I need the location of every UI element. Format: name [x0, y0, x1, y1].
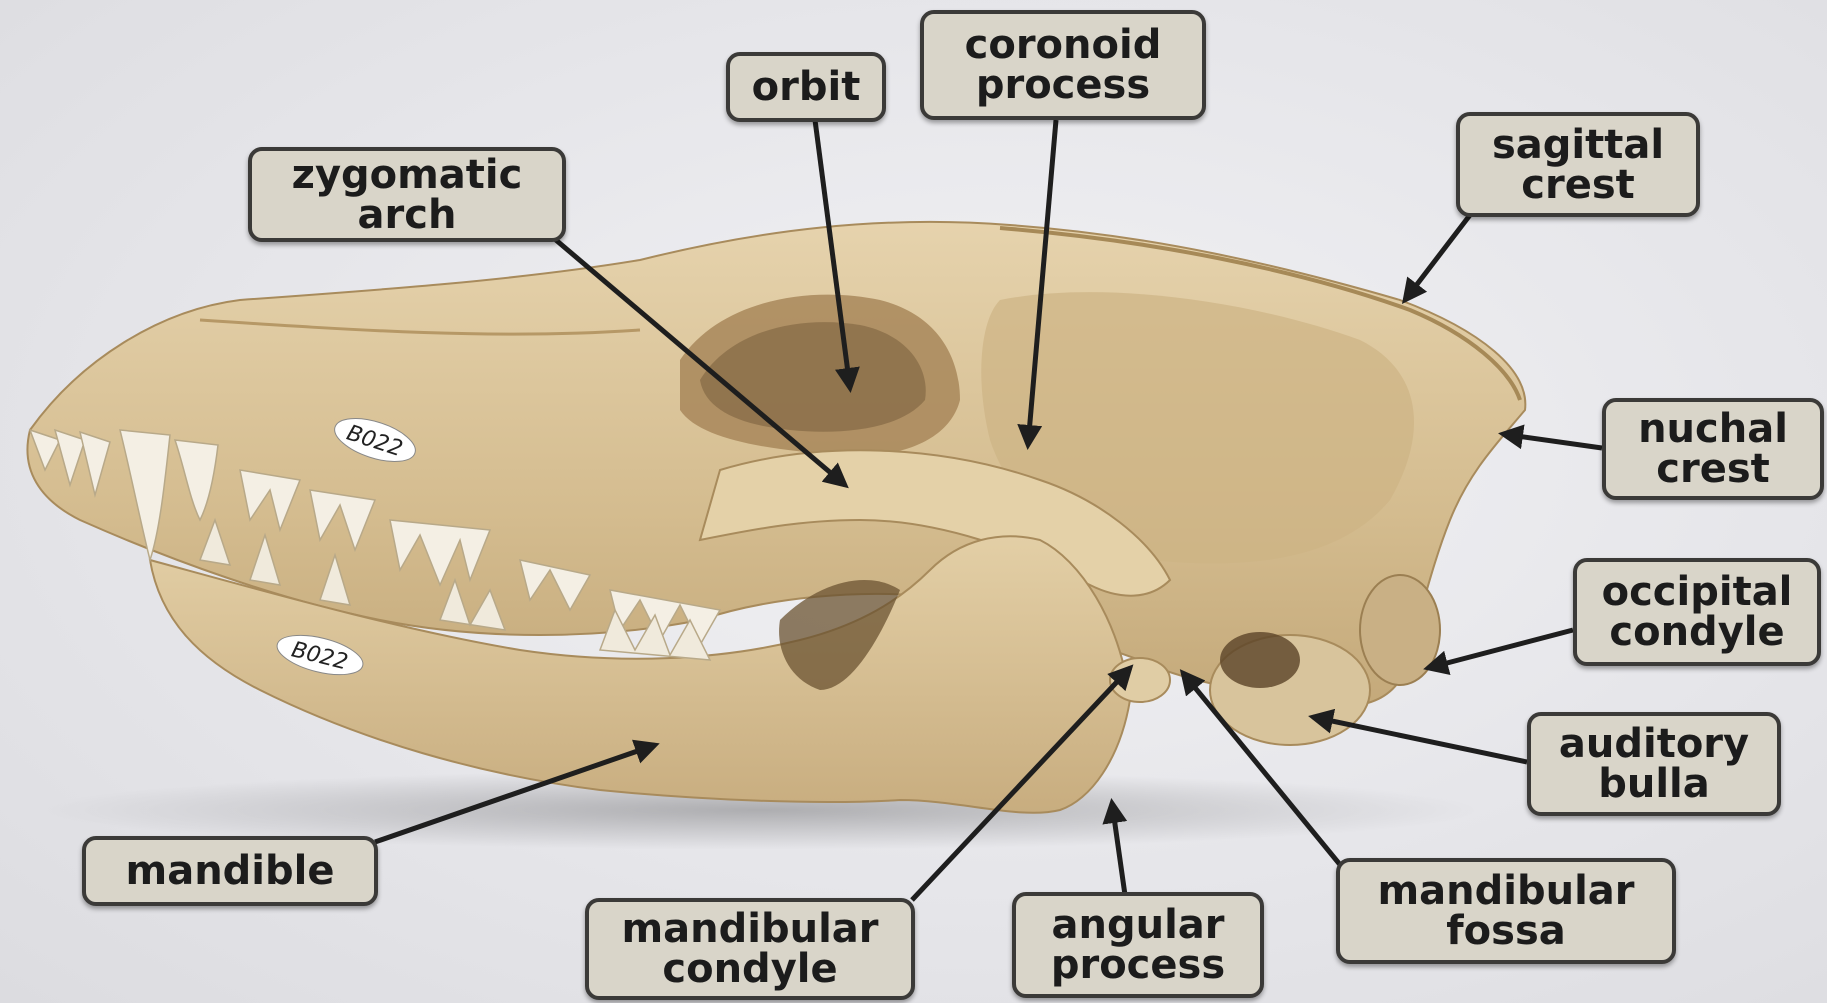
foramen-dark	[1220, 632, 1300, 688]
arrow-auditory-bulla	[1313, 717, 1527, 762]
arrow-sagittal-crest	[1405, 215, 1470, 300]
label-angular-process: angular process	[1012, 892, 1264, 998]
label-coronoid-process: coronoid process	[920, 10, 1206, 120]
label-nuchal-crest: nuchal crest	[1602, 398, 1824, 500]
label-mandibular-condyle: mandibular condyle	[585, 898, 915, 1000]
label-auditory-bulla: auditory bulla	[1527, 712, 1781, 816]
label-occipital-condyle: occipital condyle	[1573, 558, 1821, 666]
label-mandible: mandible	[82, 836, 378, 906]
occipital-condyle-bone	[1360, 575, 1440, 685]
arrow-occipital-condyle	[1428, 630, 1573, 668]
label-sagittal-crest: sagittal crest	[1456, 112, 1700, 217]
label-mandibular-fossa: mandibular fossa	[1336, 858, 1676, 964]
arrow-nuchal-crest	[1503, 434, 1602, 448]
label-zygomatic-arch: zygomatic arch	[248, 147, 566, 242]
label-orbit: orbit	[726, 52, 886, 122]
